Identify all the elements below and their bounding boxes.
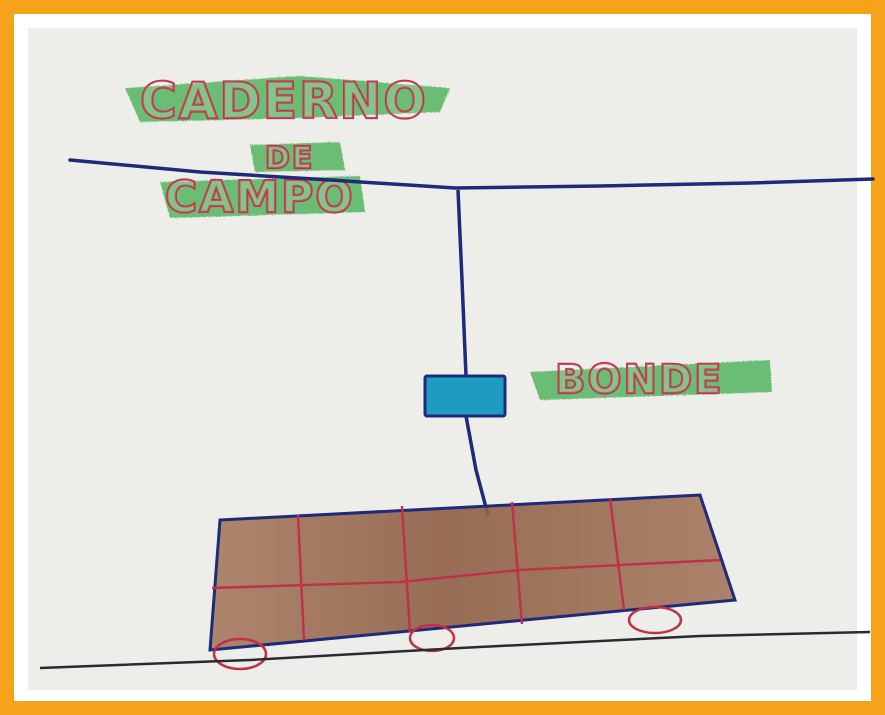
vehicle-label: BONDE	[555, 357, 724, 403]
cable-box	[425, 376, 505, 416]
title-line-1: CADERNO	[140, 72, 428, 130]
title-line-2: DE	[265, 141, 314, 176]
